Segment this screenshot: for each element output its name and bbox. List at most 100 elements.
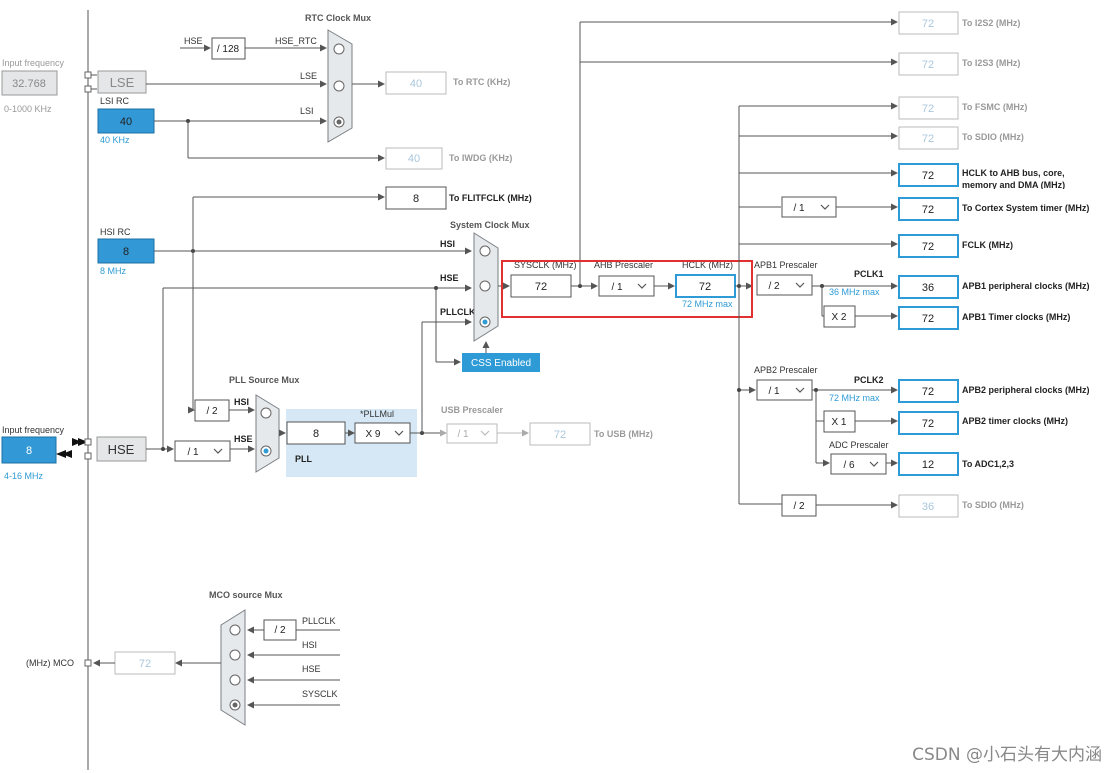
pclk2-label: PCLK2 [854, 375, 884, 385]
usb-output-value: 72 [554, 429, 566, 441]
sdio2-output-value: 36 [922, 501, 934, 513]
hse-input-box[interactable] [1, 436, 57, 464]
sysmux-title: System Clock Mux [450, 220, 530, 230]
apb1-periph-output-box [898, 275, 959, 299]
chevron-down-icon [637, 283, 647, 289]
ahb-prescaler-value: / 1 [611, 282, 623, 293]
lse-input-box[interactable] [1, 70, 58, 96]
sysmux-hsi-label: HSI [440, 239, 455, 249]
hclk-label: HCLK (MHz) [682, 260, 733, 270]
chevron-down-icon [820, 204, 830, 210]
sysmux-option-hsi[interactable] [479, 245, 491, 257]
fclk-output-label: FCLK (MHz) [962, 240, 1013, 250]
fsmc-output-box [898, 96, 959, 120]
pclk2-max: 72 MHz max [829, 393, 880, 403]
apb1-periph-output-value: 36 [922, 282, 934, 294]
hsi-unit: 8 MHz [100, 266, 127, 276]
mco-option-hse[interactable] [229, 674, 241, 686]
iwdg-output-value: 40 [408, 153, 420, 165]
usb-output-box [529, 422, 591, 446]
hse-prediv-select[interactable] [174, 440, 231, 462]
cortex-output-value: 72 [922, 204, 934, 216]
flitfclk-output-box [385, 186, 447, 210]
cortex-output-box [898, 197, 959, 221]
rtc-mux-title: RTC Clock Mux [305, 13, 371, 23]
highlight-box [501, 260, 753, 318]
hse-input-label: Input frequency [2, 425, 65, 435]
adc-output-value: 12 [922, 459, 934, 471]
rtc-lsi-label: LSI [300, 106, 314, 116]
chevron-down-icon [795, 282, 805, 288]
hse-label: HSE [108, 442, 135, 457]
sysclk-value: 72 [535, 281, 547, 293]
usb-output-label: To USB (MHz) [594, 429, 653, 439]
rtc-mux-option-lse[interactable] [333, 80, 345, 92]
mco-option-pllclk[interactable] [229, 624, 241, 636]
apb2-periph-output-box [898, 379, 959, 403]
apb2-prescaler-value: / 1 [768, 386, 780, 397]
pllmul-label: *PLLMul [360, 409, 394, 419]
mco-div2: / 2 [274, 625, 286, 636]
lsi-title: LSI RC [100, 96, 130, 106]
usb-prescaler-title: USB Prescaler [441, 405, 504, 415]
rtc-div128: / 128 [217, 44, 240, 55]
pclk1-label: PCLK1 [854, 269, 884, 279]
rtc-hse-rtc-label: HSE_RTC [275, 36, 317, 46]
i2s3-output-box [898, 52, 959, 76]
apb1-timer-output-value: 72 [922, 313, 934, 325]
apb1-prescaler-select[interactable] [756, 274, 813, 296]
fsmc-output-value: 72 [922, 103, 934, 115]
chevron-down-icon [795, 387, 805, 393]
adc-prescaler-select[interactable] [830, 453, 887, 475]
fsmc-output-label: To FSMC (MHz) [962, 102, 1027, 112]
css-enabled-button[interactable] [462, 353, 540, 372]
hsi-value: 8 [123, 246, 129, 258]
sdio-output-box [898, 126, 959, 150]
adc-output-box [898, 452, 959, 476]
fclk-output-value: 72 [922, 241, 934, 253]
mco-hsi-label: HSI [302, 640, 317, 650]
chevron-down-icon [480, 430, 490, 436]
sysmux-option-hse[interactable] [479, 280, 491, 292]
cortex-prescaler-select[interactable] [781, 196, 837, 218]
hsi-rc-box[interactable] [97, 238, 155, 264]
iwdg-output-label: To IWDG (KHz) [449, 153, 512, 163]
hclk-ahb-output-label-1: HCLK to AHB bus, core, [962, 168, 1065, 178]
css-enabled-label: CSS Enabled [471, 358, 531, 369]
lsi-value: 40 [120, 116, 132, 128]
hclk-ahb-output-value: 72 [922, 170, 934, 182]
rtc-mux-option-hse[interactable] [333, 43, 345, 55]
usb-prescaler-value: / 1 [457, 429, 469, 440]
hclk-max: 72 MHz max [682, 299, 733, 309]
hclk-ahb-output-label-2: memory and DMA (MHz) [962, 180, 1065, 190]
cortex-prescaler-value: / 1 [793, 203, 805, 214]
apb1-timer-multiplier: X 2 [831, 312, 846, 323]
sdio-output-value: 72 [922, 133, 934, 145]
ahb-prescaler-select[interactable] [598, 275, 655, 297]
chevron-down-icon [394, 430, 404, 436]
apb2-periph-output-label: APB2 peripheral clocks (MHz) [962, 385, 1090, 395]
lse-input-label: Input frequency [2, 58, 65, 68]
pll-mux-option-hsi[interactable] [260, 407, 272, 419]
apb2-prescaler-select[interactable] [756, 379, 813, 401]
apb2-timer-output-label: APB2 timer clocks (MHz) [962, 416, 1068, 426]
apb1-prescaler-label: APB1 Prescaler [754, 260, 818, 270]
sysclk-label: SYSCLK (MHz) [514, 260, 577, 270]
lsi-unit: 40 KHz [100, 135, 130, 145]
rtc-output-label: To RTC (KHz) [453, 77, 510, 87]
mco-option-hsi[interactable] [229, 649, 241, 661]
hsi-title: HSI RC [100, 227, 131, 237]
pll-hsi-div2: / 2 [206, 406, 218, 417]
sdio-div2: / 2 [793, 501, 805, 512]
cortex-output-label: To Cortex System timer (MHz) [962, 203, 1089, 213]
mco-pllclk-label: PLLCLK [302, 616, 336, 626]
lse-input-range: 0-1000 KHz [4, 104, 52, 114]
usb-prescaler-select[interactable] [446, 423, 498, 444]
apb1-timer-output-box [898, 306, 959, 330]
apb1-periph-output-label: APB1 peripheral clocks (MHz) [962, 281, 1090, 291]
hse-input-range: 4-16 MHz [4, 471, 44, 481]
sdio2-output-box [898, 494, 959, 518]
hclk-value: 72 [699, 281, 711, 293]
apb2-timer-output-value: 72 [922, 418, 934, 430]
iwdg-output-box [385, 147, 443, 170]
